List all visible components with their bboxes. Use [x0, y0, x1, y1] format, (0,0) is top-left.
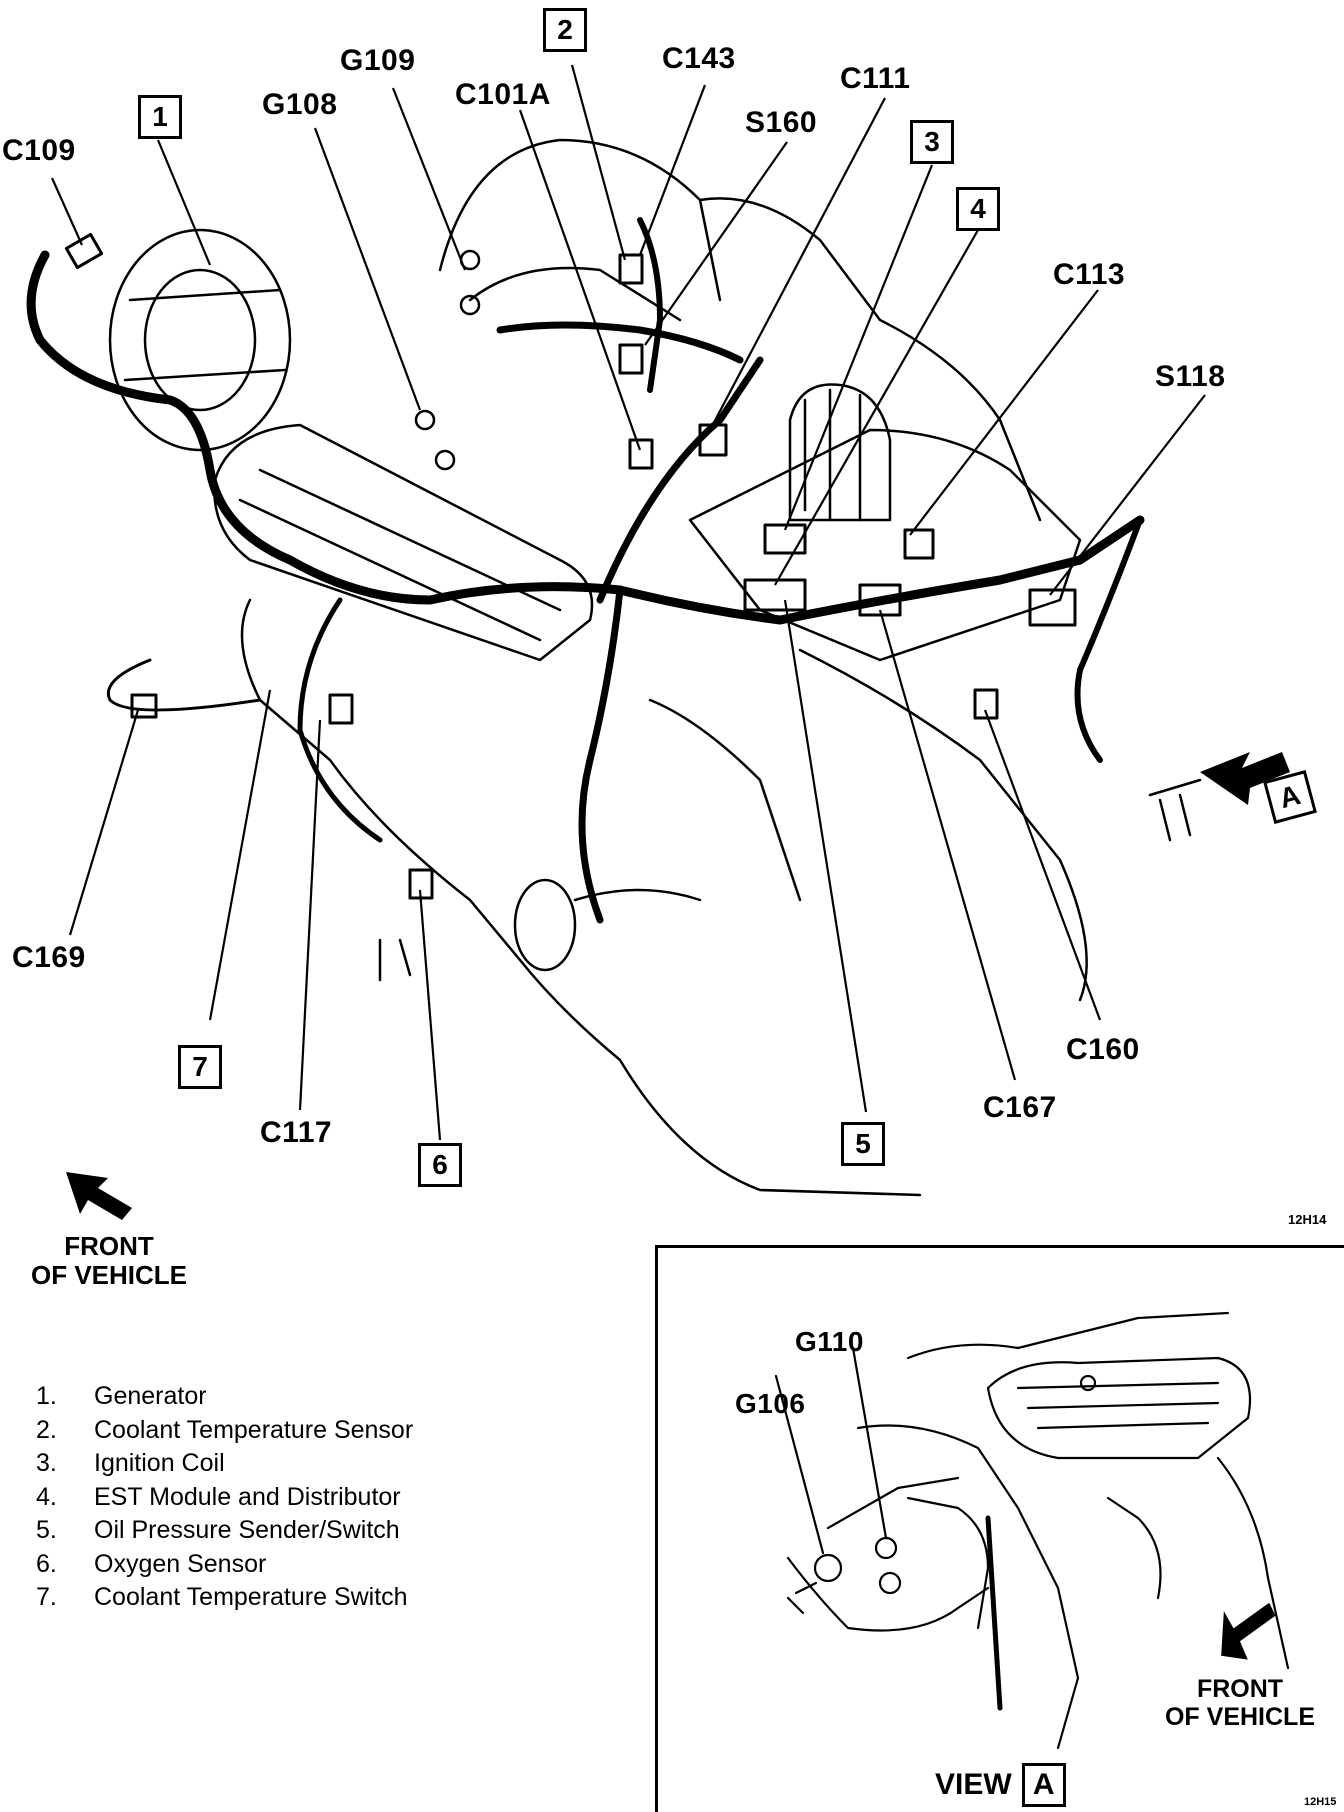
legend-num: 5.	[36, 1516, 57, 1545]
leader-1	[156, 139, 212, 266]
callout-c169: C169	[12, 941, 86, 974]
number-box-4: 4	[956, 187, 1000, 231]
number-box-7: 7	[178, 1045, 222, 1089]
inset-front-line2: OF VEHICLE	[1164, 1702, 1315, 1731]
callout-c111: C111	[840, 62, 911, 95]
view-letter-box: A	[1021, 1763, 1066, 1807]
leader-3	[783, 164, 934, 531]
leader-c143	[638, 84, 707, 256]
callout-s118: S118	[1155, 360, 1226, 393]
number-box-2: 2	[543, 8, 587, 52]
callout-c160: C160	[1066, 1033, 1140, 1066]
front-of-vehicle-label: FRONT OF VEHICLE	[24, 1232, 194, 1289]
legend-item: 2. Coolant Temperature Sensor	[36, 1414, 413, 1448]
legend-label: Ignition Coil	[94, 1449, 225, 1478]
leader-s118	[1049, 394, 1206, 596]
legend-label: Coolant Temperature Sensor	[94, 1415, 414, 1444]
leader-6	[418, 889, 442, 1141]
bellhousing	[798, 648, 1088, 1002]
legend-num: 7.	[36, 1583, 57, 1612]
valve-cover-front	[213, 423, 594, 662]
leader-c101a	[518, 109, 642, 451]
callout-g109: G109	[340, 44, 416, 77]
leader-4	[774, 229, 979, 586]
callout-c143: C143	[662, 42, 736, 75]
view-text: VIEW	[935, 1768, 1012, 1801]
legend-num: 4.	[36, 1482, 57, 1511]
inset-leader-g110	[851, 1346, 888, 1540]
engine-harness-drawing	[26, 64, 1290, 1197]
inset-leader-g106	[774, 1374, 825, 1555]
legend-item: 7. Coolant Temperature Switch	[36, 1581, 413, 1615]
number-box-1: 1	[138, 95, 182, 139]
leader-c160	[983, 709, 1102, 1021]
leader-c111	[709, 97, 886, 431]
leader-5	[783, 599, 868, 1113]
leader-2	[570, 64, 627, 261]
engine-block-outline	[240, 598, 922, 1197]
generator-body	[108, 228, 292, 452]
front-arrow-icon	[66, 1172, 132, 1220]
figure-code-inset: 12H15	[1304, 1796, 1337, 1808]
leader-7	[208, 689, 272, 1021]
front-label-line1: FRONT	[64, 1231, 154, 1261]
callout-c101a: C101A	[455, 78, 551, 111]
leader-s160	[644, 141, 788, 346]
legend-item: 1. Generator	[36, 1380, 413, 1414]
callout-c117: C117	[260, 1116, 333, 1149]
legend-item: 3. Ignition Coil	[36, 1447, 413, 1481]
leader-c109	[50, 177, 84, 246]
legend-item: 4. EST Module and Distributor	[36, 1481, 413, 1515]
inset-front-line1: FRONT	[1196, 1675, 1284, 1703]
legend-item: 5. Oil Pressure Sender/Switch	[36, 1514, 413, 1548]
legend-num: 3.	[36, 1449, 57, 1478]
legend-item: 6. Oxygen Sensor	[36, 1548, 413, 1582]
legend-label: Oxygen Sensor	[94, 1549, 267, 1578]
inset-front-arrow-icon	[1221, 1602, 1276, 1660]
legend-num: 1.	[36, 1382, 57, 1411]
legend-label: Oil Pressure Sender/Switch	[94, 1516, 400, 1545]
wiring-harness	[26, 250, 1145, 625]
inset-valve-cover	[986, 1356, 1252, 1460]
leader-g109	[391, 87, 467, 271]
view-a-title: VIEW A	[935, 1763, 1066, 1807]
callout-s160: S160	[745, 106, 818, 139]
legend-num: 6.	[36, 1549, 57, 1578]
callout-c167: C167	[983, 1091, 1057, 1124]
leader-c167	[878, 609, 1017, 1081]
callout-g106: G106	[735, 1388, 806, 1419]
inset-front-of-vehicle-label: FRONT OF VEHICLE	[1145, 1675, 1335, 1731]
number-box-5: 5	[841, 1122, 885, 1166]
callout-g108: G108	[262, 88, 338, 121]
number-box-6: 6	[418, 1143, 462, 1187]
leader-c117	[298, 719, 322, 1111]
callout-c109: C109	[2, 134, 76, 167]
figure-code-main: 12H14	[1288, 1212, 1327, 1227]
callout-g110: G110	[795, 1326, 864, 1357]
leader-g108	[313, 127, 422, 411]
front-label-line2: OF VEHICLE	[30, 1259, 187, 1290]
legend-label: Generator	[94, 1382, 207, 1411]
legend-label: EST Module and Distributor	[94, 1482, 401, 1511]
view-a-arrow-icon	[1200, 752, 1290, 805]
number-box-3: 3	[910, 120, 954, 164]
air-cleaner-dome	[438, 138, 722, 302]
component-legend: 1. Generator 2. Coolant Temperature Sensor…	[36, 1380, 413, 1615]
view-a-inset: G110 G106 FRONT OF VEHICLE 12H15	[655, 1245, 1344, 1812]
leader-c169	[68, 709, 140, 936]
distributor-cap	[788, 383, 892, 522]
legend-num: 2.	[36, 1415, 57, 1444]
inset-drawing	[774, 1311, 1290, 1750]
legend-label: Coolant Temperature Switch	[94, 1583, 408, 1612]
leader-c113	[909, 289, 1099, 536]
callout-c113: C113	[1053, 258, 1126, 291]
